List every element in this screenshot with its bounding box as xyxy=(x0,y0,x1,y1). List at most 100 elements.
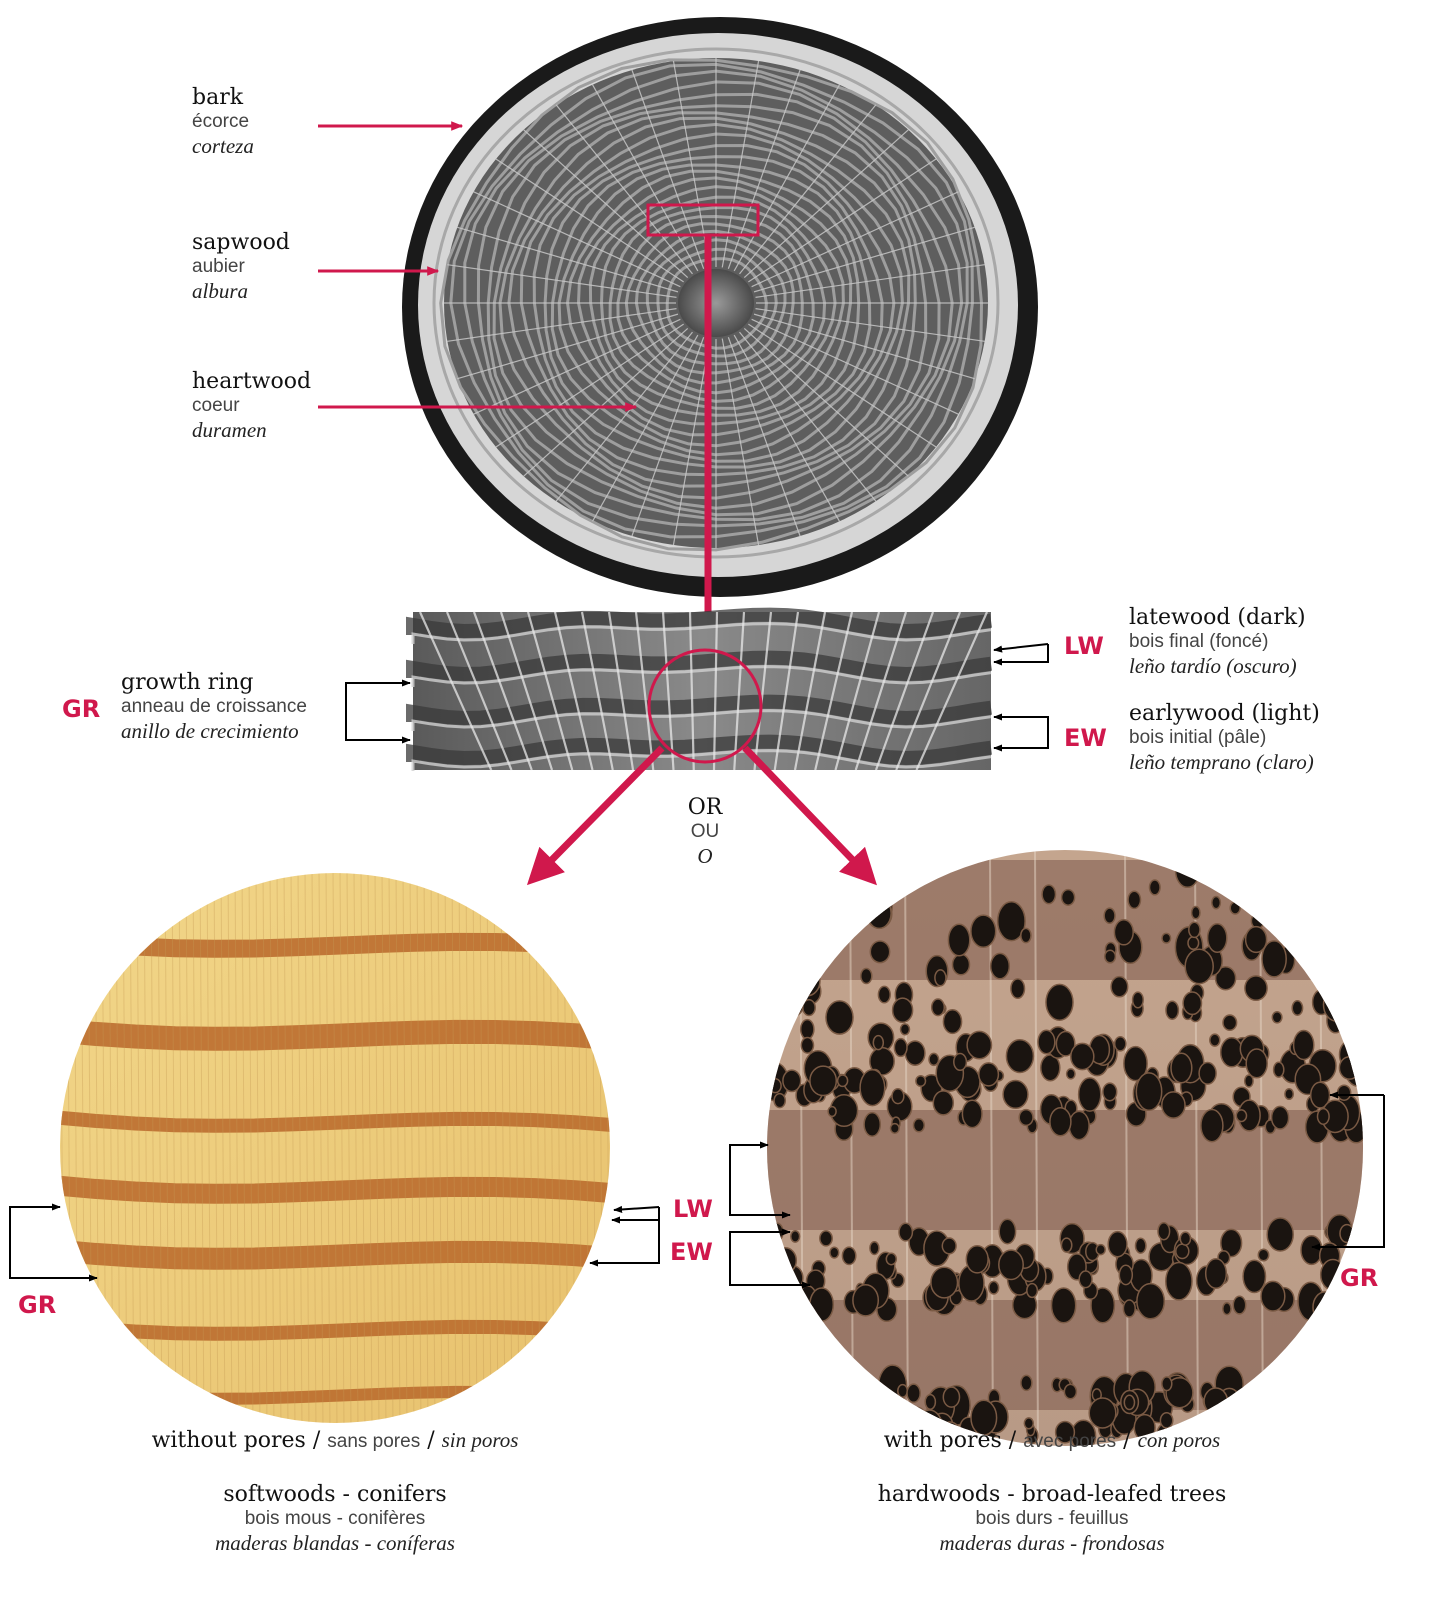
hardwood-pore xyxy=(1042,885,1055,904)
hardwood-pore xyxy=(894,1039,907,1057)
hardwood-pore xyxy=(1230,902,1240,914)
hardwood-pore xyxy=(849,882,859,894)
hardwood-pore xyxy=(1079,1271,1092,1288)
hardwood-pore xyxy=(1221,1038,1243,1067)
hardwood-pore xyxy=(1246,1049,1267,1078)
hardwood-pore xyxy=(1294,1031,1314,1060)
growth-ring-label: growth ring anneau de croissance anillo … xyxy=(121,670,307,744)
softwood-latewood-band xyxy=(55,1250,615,1258)
hardwood-pore xyxy=(1272,1012,1282,1023)
hardwood-pore xyxy=(914,1119,925,1132)
sapwood-es: albura xyxy=(192,279,290,304)
earlywood-fr: bois initial (pâle) xyxy=(1129,727,1320,750)
hardwood-pore xyxy=(999,1250,1023,1279)
hardwood-pore xyxy=(1133,992,1144,1008)
hardwood-pore xyxy=(999,1219,1015,1243)
hardwood-group-en: hardwoods - broad-leafed trees xyxy=(752,1482,1352,1508)
hardwood-pore xyxy=(768,1391,781,1411)
hardwood-pore xyxy=(808,1400,821,1419)
hardwood-pore xyxy=(1326,1394,1345,1418)
hardwood-pore xyxy=(873,1036,883,1050)
growth-ring-fr: anneau de croissance xyxy=(121,696,307,719)
hardwood-pore xyxy=(1291,905,1303,922)
hardwood-pore xyxy=(1050,1108,1071,1136)
ew-bracket-softwood xyxy=(590,1220,659,1263)
hardwood-pore xyxy=(870,941,889,963)
hardwood-pores-sep1: / xyxy=(1002,1428,1023,1453)
hardwood-pore xyxy=(855,1379,868,1395)
softwood-latewood-band xyxy=(55,1030,615,1038)
hardwood-pore xyxy=(791,1231,800,1242)
hardwood-pore xyxy=(834,1416,842,1428)
hardwood-pore xyxy=(864,1113,880,1137)
latewood-en: latewood (dark) xyxy=(1129,605,1306,631)
hardwood-pores-sep2: / xyxy=(1116,1428,1137,1453)
hardwood-pore xyxy=(1201,1110,1223,1142)
hardwood-pore xyxy=(873,1402,893,1429)
hardwood-pore xyxy=(989,1281,999,1294)
magnified-section xyxy=(413,612,991,771)
hardwood-pore xyxy=(1061,1238,1071,1252)
hardwood-pore xyxy=(1192,907,1200,919)
hardwood-pore xyxy=(1079,1078,1101,1111)
hardwood-pore xyxy=(991,953,1010,978)
hardwood-pore xyxy=(774,1094,785,1108)
hardwood-pore xyxy=(1223,1015,1237,1030)
hardwood-pore xyxy=(1208,924,1227,952)
hardwood-pore xyxy=(815,920,824,933)
heartwood-es: duramen xyxy=(192,418,311,443)
hardwood-pore xyxy=(905,1041,925,1065)
hardwood-pore xyxy=(1223,1303,1231,1315)
hardwood-pore xyxy=(1298,1399,1316,1421)
ew-abbr-softwood: EW xyxy=(670,1238,713,1266)
hardwood-pore xyxy=(1162,1377,1172,1391)
earlywood-en: earlywood (light) xyxy=(1129,701,1320,727)
hardwood-pore xyxy=(891,1124,900,1134)
hardwood-pore xyxy=(1251,1413,1262,1427)
hardwood-group-caption: hardwoods - broad-leafed trees bois durs… xyxy=(752,1482,1352,1556)
hardwood-pore xyxy=(893,998,913,1022)
hardwood-pore xyxy=(943,1387,959,1407)
hardwood-pore xyxy=(1166,1263,1192,1300)
hardwood-pore xyxy=(929,1053,939,1065)
softwood-latewood-band xyxy=(55,940,615,948)
hardwood-pore xyxy=(1115,1037,1126,1051)
hardwood-pore xyxy=(838,1075,848,1086)
hardwood-pore xyxy=(831,906,842,920)
hardwood-pore xyxy=(1166,1001,1178,1019)
hardwood-pore xyxy=(1308,896,1319,912)
hardwood-pore xyxy=(769,1079,781,1093)
hardwood-pore xyxy=(1352,1302,1360,1314)
hardwood-pore xyxy=(1021,928,1031,942)
hardwood-pore xyxy=(1180,1232,1190,1245)
hardwood-pore xyxy=(1341,1406,1354,1423)
heartwood-en: heartwood xyxy=(192,369,311,395)
hardwood-pore xyxy=(1062,890,1075,906)
ew-bracket-section xyxy=(994,717,1048,748)
hardwood-pore xyxy=(1105,950,1116,963)
hardwood-pore xyxy=(789,1366,816,1406)
hardwood-pore xyxy=(1278,1399,1295,1424)
or-label: OR OU O xyxy=(655,795,755,869)
hardwood-pore xyxy=(1136,1073,1161,1110)
hardwood-pore xyxy=(1258,1249,1268,1261)
softwood-pores-fr: sans pores xyxy=(327,1431,420,1452)
hardwood-pore xyxy=(1185,949,1213,983)
hardwood-pore xyxy=(775,1248,797,1273)
hardwood-pore xyxy=(1324,988,1350,1021)
softwood-group-es: maderas blandas - coníferas xyxy=(35,1531,635,1556)
growth-ring-en: growth ring xyxy=(121,670,307,696)
hardwood-pore xyxy=(1275,1394,1288,1410)
hardwood-pore xyxy=(810,1288,833,1321)
hardwood-pore xyxy=(1124,1395,1134,1409)
softwood-tracheid-streak xyxy=(613,870,617,1430)
pith xyxy=(678,269,754,337)
sapwood-en: sapwood xyxy=(192,230,290,256)
hardwood-pore xyxy=(861,969,872,984)
hardwood-pore xyxy=(1342,985,1364,1015)
hardwood-pores-es: con poros xyxy=(1138,1428,1221,1452)
hardwood-pore xyxy=(1096,1245,1105,1255)
bark-en: bark xyxy=(192,85,254,111)
or-en: OR xyxy=(655,795,755,821)
hardwood-pore xyxy=(953,954,970,974)
